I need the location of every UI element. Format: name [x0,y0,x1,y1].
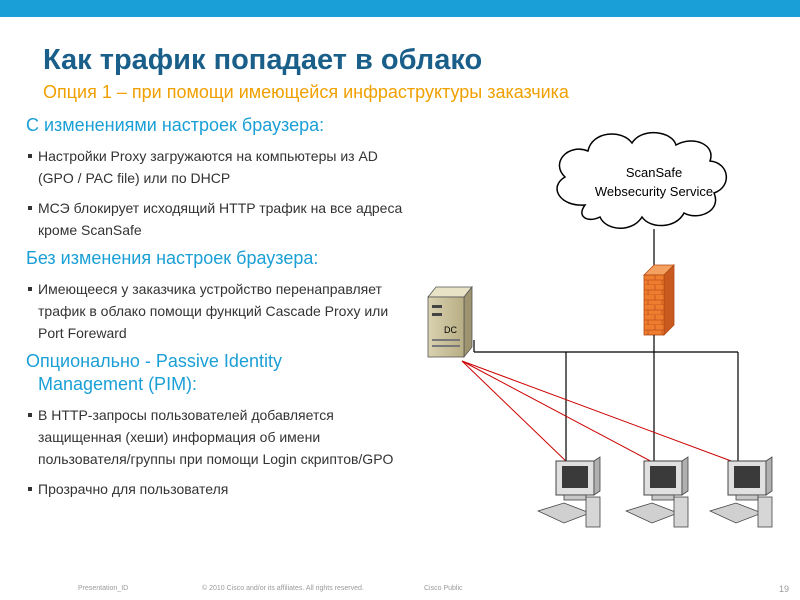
cloud-label-line1: ScanSafe [626,165,682,180]
server-icon [427,285,473,359]
section-heading-line: Management (PIM): [38,374,198,394]
computer-icon [624,456,689,528]
firewall-icon [643,264,675,336]
redirect-line [461,360,743,466]
slide-content: С изменениями настроек браузера: Настрой… [26,114,416,500]
cloud-icon [556,132,727,229]
computer-icon [708,456,773,528]
bullet-item: МСЭ блокирует исходящий HTTP трафик на в… [26,197,416,241]
bullet-list: Имеющееся у заказчика устройство перенап… [26,278,416,344]
computer-icon [536,456,601,528]
server-label: DC [444,325,457,335]
section-heading-line: Опционально - Passive Identity [26,351,282,371]
bullet-item: Прозрачно для пользователя [26,478,416,500]
network-diagram: ScanSafe Websecurity Service DC [427,132,773,528]
section-heading-without-browser-changes: Без изменения настроек браузера: [26,248,319,268]
bullet-item: Имеющееся у заказчика устройство перенап… [26,278,416,344]
footer-classification: Cisco Public [424,585,463,592]
bullet-item: В HTTP-запросы пользователей добавляется… [26,404,416,470]
footer-copyright: © 2010 Cisco and/or its affiliates. All … [202,585,364,592]
page-number: 19 [779,584,790,594]
redirect-line [461,360,659,466]
slide-title: Как трафик попадает в облако [43,44,483,76]
slide-subtitle: Опция 1 – при помощи имеющейся инфрастру… [43,82,569,102]
section-heading-pim: Опционально - Passive Identity Managemen… [26,350,416,396]
top-accent-bar [0,0,800,17]
bullet-list: Настройки Proxy загружаются на компьютер… [26,145,416,241]
redirect-line [461,360,571,466]
section-heading-with-browser-changes: С изменениями настроек браузера: [26,115,325,135]
footer-presentation-id: Presentation_ID [78,585,129,592]
bullet-list: В HTTP-запросы пользователей добавляется… [26,404,416,500]
cloud-label-line2: Websecurity Service [595,184,713,199]
bullet-item: Настройки Proxy загружаются на компьютер… [26,145,416,189]
